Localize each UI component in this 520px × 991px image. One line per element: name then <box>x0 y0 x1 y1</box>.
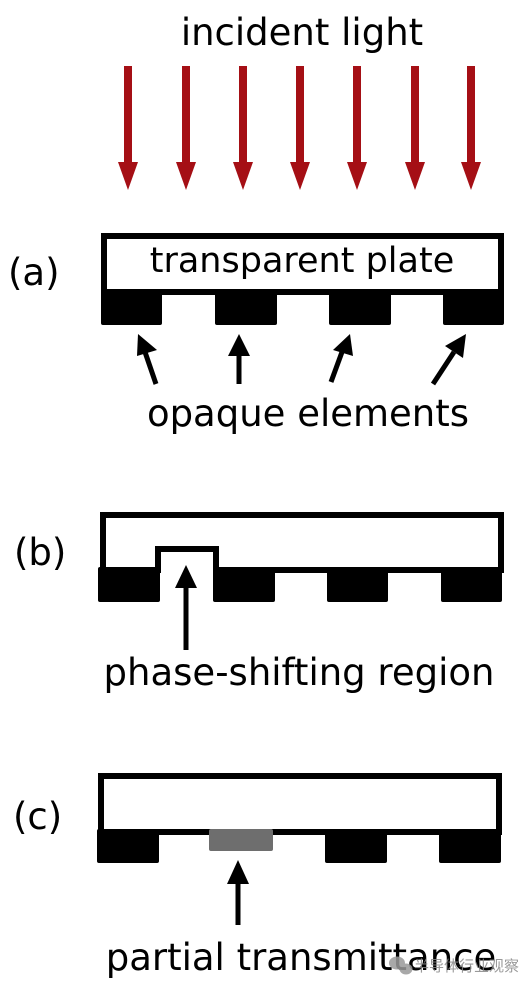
transparent-plate-label: transparent plate <box>150 241 454 281</box>
opaque-element <box>215 289 277 325</box>
opaque-element <box>325 829 387 863</box>
opaque-elements <box>98 567 502 602</box>
panel-a: (a) transparent plate opaque elements <box>8 233 504 435</box>
phase-shifting-region-label: phase-shifting region <box>104 651 495 694</box>
light-arrow <box>290 66 310 190</box>
opaque-elements-label: opaque elements <box>147 392 469 435</box>
opaque-element <box>101 289 162 325</box>
opaque-element <box>441 567 502 602</box>
partial-transmittance-label: partial transmittance <box>106 936 497 979</box>
light-arrow <box>405 66 425 190</box>
partial-transmittance-element <box>209 829 273 851</box>
opaque-element <box>327 570 388 602</box>
panel-c: (c) partial transmittance <box>13 773 502 979</box>
opaque-elements <box>101 289 504 325</box>
opaque-element <box>98 567 160 602</box>
panel-c-letter: (c) <box>13 795 62 838</box>
opaque-element <box>439 829 501 863</box>
watermark-text: 半导体行业观察 <box>414 957 519 975</box>
pointer-arrow <box>430 334 466 386</box>
light-arrow <box>461 66 481 190</box>
opaque-element <box>97 829 159 863</box>
panel-a-letter: (a) <box>8 251 60 294</box>
opaque-element <box>213 567 275 602</box>
light-arrow <box>118 66 138 190</box>
partial-pointer-arrow <box>227 860 249 925</box>
opaque-element <box>443 289 504 325</box>
panel-b-letter: (b) <box>14 531 66 574</box>
pointer-arrow <box>328 334 353 383</box>
wechat-bubble-icon <box>389 956 413 975</box>
panel-b: (b) phase-shifting region <box>14 512 504 694</box>
incident-light-arrows <box>118 66 481 190</box>
watermark: 半导体行业观察 <box>389 956 519 975</box>
pointer-arrow <box>137 334 159 385</box>
light-arrow <box>176 66 196 190</box>
light-arrow <box>233 66 253 190</box>
transparent-plate <box>98 773 502 835</box>
pointer-arrow <box>228 334 250 384</box>
element-pointer-arrows <box>137 334 466 386</box>
opaque-elements <box>97 829 501 863</box>
incident-light-label: incident light <box>181 11 423 54</box>
phase-shift-pointer-arrow <box>175 565 197 650</box>
light-arrow <box>347 66 367 190</box>
transparent-plate <box>101 233 504 295</box>
transparent-plate <box>100 512 504 573</box>
opaque-element <box>329 289 391 325</box>
